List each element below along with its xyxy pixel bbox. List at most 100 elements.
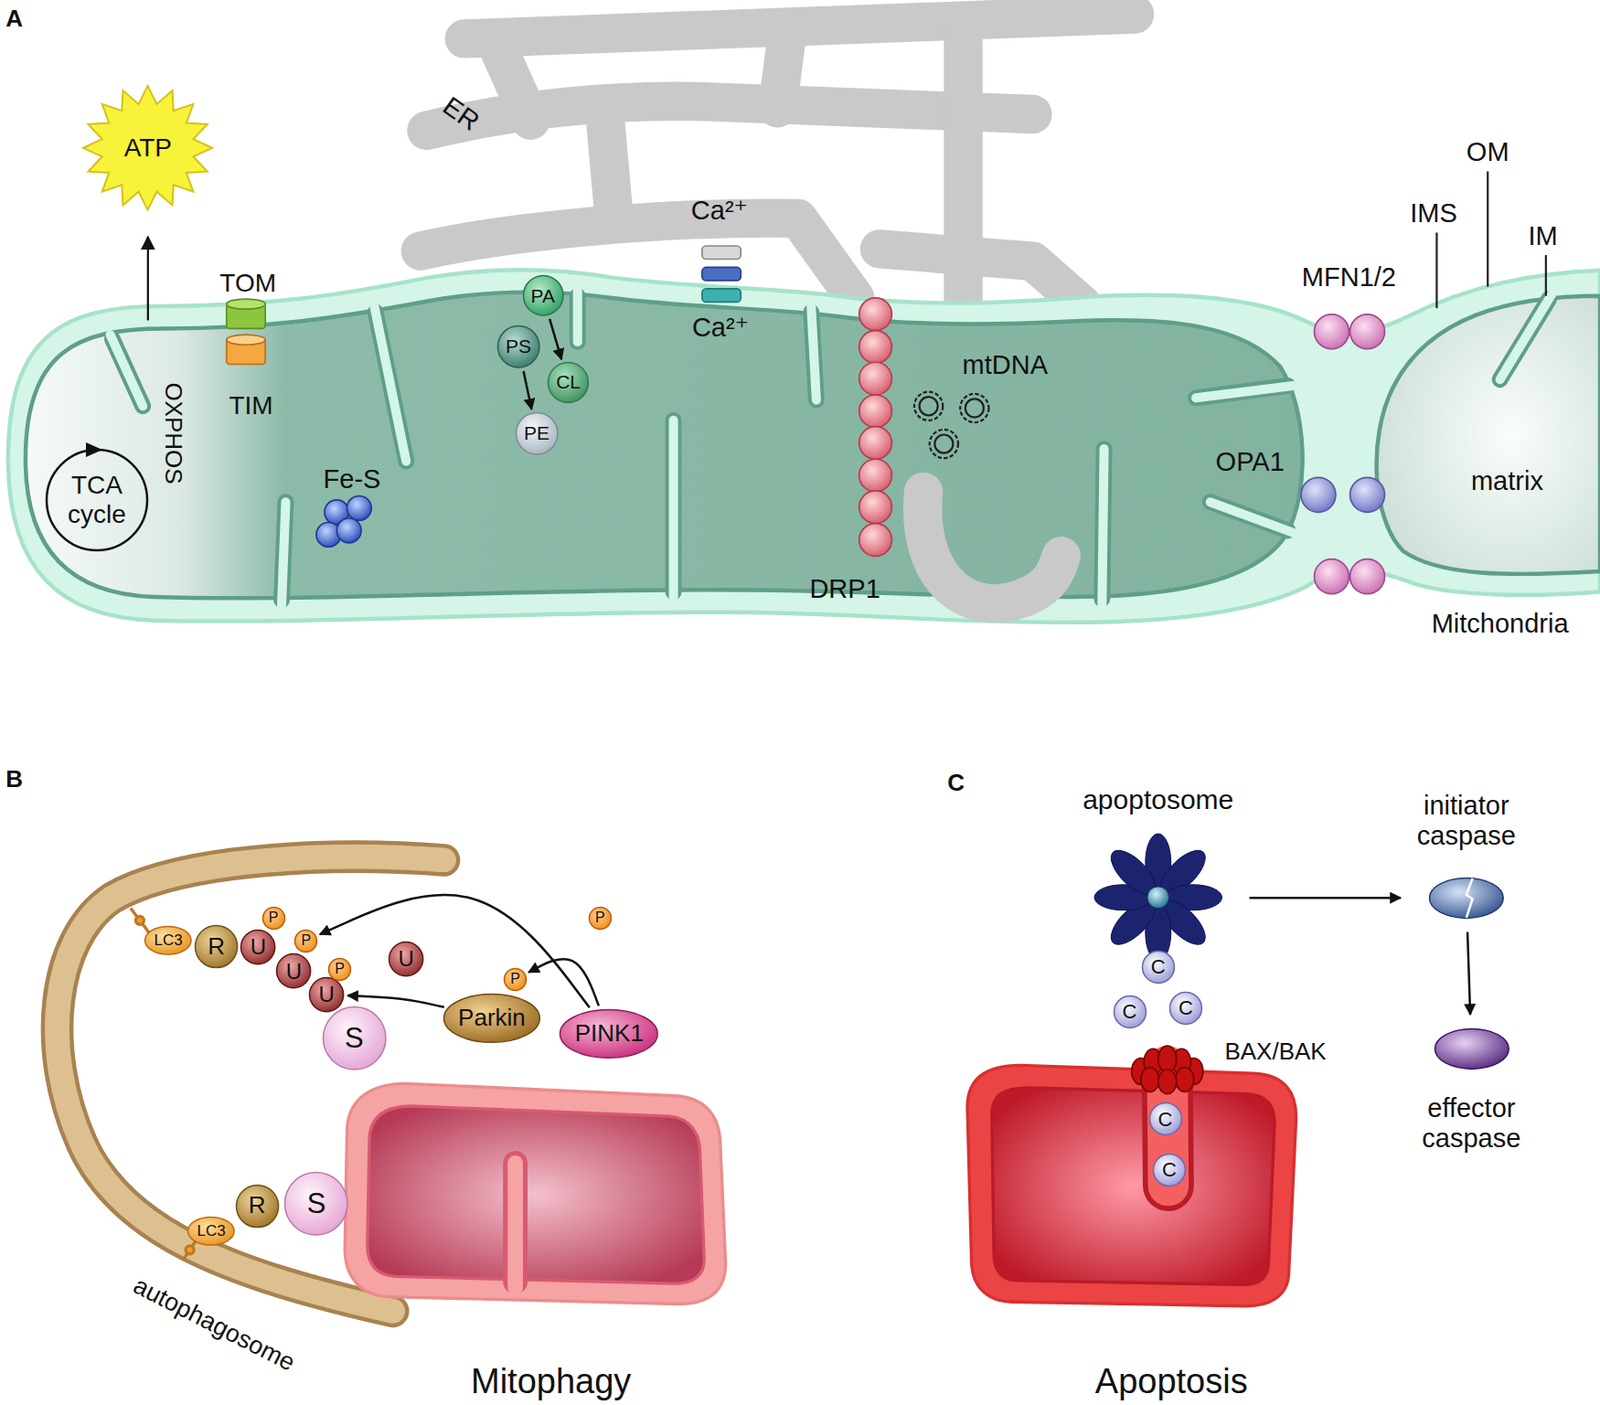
drp1-ring [859, 298, 893, 331]
drp1-ring [859, 362, 893, 395]
compartment-label: IMS [1409, 199, 1458, 229]
panel-title: Apoptosis [1095, 1363, 1248, 1402]
arrow-connector [320, 895, 590, 1008]
ubiquitin-ball: U [275, 952, 312, 990]
lipid-ball-outline [522, 276, 563, 316]
organelle-label: autophagosome [128, 1271, 299, 1376]
mfn-proteins [1314, 314, 1386, 595]
cytochrome-c-outline [1169, 992, 1202, 1024]
cytochrome-c-outline [1149, 1103, 1182, 1136]
substrate-ball-outline [322, 1007, 385, 1070]
lipid-ball: PE [514, 411, 559, 456]
atp-burst-outline [83, 85, 213, 211]
fe-s-cluster [316, 495, 372, 547]
node-text: apoptosome [1082, 784, 1234, 817]
protein-label: MFN1/2 [1301, 263, 1397, 293]
bax-bak-pore [1158, 1069, 1177, 1095]
drp1-ring [859, 523, 893, 557]
lc3-anchor-outline [188, 1217, 235, 1246]
arrow-connector [1467, 932, 1471, 1015]
lc3-anchor-outline [145, 927, 192, 955]
node-text: C [1162, 1158, 1177, 1182]
cristae [110, 290, 1553, 606]
initiator-caspase-outline [1429, 877, 1504, 918]
mfn-proteins [1314, 559, 1350, 595]
initiator-caspase: initiator caspase [1404, 790, 1528, 920]
node-text: PS [505, 335, 532, 358]
protein-label: BAX/BAK [1224, 1037, 1326, 1065]
calcium-channel [702, 245, 741, 260]
phosphate-ball-outline [504, 968, 527, 991]
cristae [374, 307, 407, 462]
tom-tim-channels [226, 298, 266, 364]
protein-label: TOM [219, 269, 277, 299]
arrow-connector [528, 959, 599, 1006]
cytochrome-c-outline [1149, 1103, 1182, 1136]
receptor-ball-outline [195, 926, 238, 969]
organelle-label: Mitchondria [1431, 609, 1569, 640]
crista [507, 1162, 523, 1288]
tca-cycle: TCA cycle [43, 447, 150, 554]
lipid-ball-outline [522, 276, 563, 316]
phosphate-ball-outline [329, 958, 352, 981]
mfn-proteins [1350, 559, 1386, 595]
bax-bak-pore [1131, 1045, 1204, 1094]
ubiquitin-ball-outline [309, 978, 344, 1013]
cytochrome-c: C [1112, 994, 1148, 1030]
leader-lines [1545, 255, 1547, 297]
mtdna-circles [919, 396, 939, 416]
node-text: R [207, 933, 225, 961]
arrow-connector [523, 371, 533, 410]
calcium-channel [702, 288, 741, 303]
arrow-connector [549, 319, 562, 360]
receptor-ball-outline [235, 1184, 278, 1227]
mfn-proteins [1314, 314, 1350, 350]
phosphate-ball-outline [262, 906, 285, 929]
cytochrome-c-outline [1141, 951, 1174, 984]
receptor-ball-outline [195, 926, 238, 969]
bax-bak-pore [1158, 1045, 1177, 1073]
phosphate-ball-outline [329, 958, 352, 981]
substrate-ball-outline [285, 1173, 348, 1236]
cristae [1195, 385, 1293, 398]
lipid-ball: CL [546, 361, 590, 405]
tom-tim-channels [226, 298, 266, 310]
cytochrome-c-outline [1153, 1154, 1186, 1187]
receptor-ball: R [193, 924, 239, 970]
panel-letter: A [5, 5, 23, 32]
cristae [573, 290, 583, 342]
mtdna-circles [914, 392, 943, 421]
node-text: initiator caspase [1404, 790, 1528, 853]
drp1-ring [859, 426, 893, 460]
effector-caspase: effector caspase [1409, 1027, 1534, 1155]
fe-s-cluster [346, 495, 372, 521]
phosphate-ball: P [261, 906, 287, 931]
ubiquitin-ball-outline [309, 978, 344, 1013]
outer-membrane [8, 269, 1600, 623]
lipid-ball-outline [515, 413, 557, 455]
ubiquitin-ball-outline [389, 942, 424, 977]
cristae [112, 296, 1549, 601]
node-text: PA [531, 285, 555, 308]
panel-letter: C [947, 769, 965, 797]
calcium-channel [702, 266, 741, 281]
effector-caspase-shape [1433, 1027, 1511, 1071]
compartment-label: OM [1466, 138, 1510, 168]
effector-caspase-outline [1434, 1028, 1509, 1069]
lc3-anchor-outline [188, 1217, 235, 1246]
apoptotic-mitochondrion [967, 1065, 1297, 1306]
apoptosis-figure [967, 1045, 1297, 1307]
tca-cycle-outline [46, 449, 148, 551]
node-text: P [510, 970, 521, 988]
fe-s-cluster [336, 518, 362, 544]
ubiquitin-ball: U [239, 928, 277, 966]
er-network [777, 28, 788, 108]
er-network [879, 248, 1082, 304]
phosphate-ball: P [327, 957, 352, 982]
bax-bak-pore [1175, 1067, 1195, 1093]
lipid-ball-outline [548, 362, 589, 404]
cristae [110, 334, 144, 406]
damaged-mitochondrion-inner [367, 1106, 704, 1284]
lipid-ball: PS [496, 324, 541, 369]
phosphate-ball-outline [295, 929, 318, 952]
